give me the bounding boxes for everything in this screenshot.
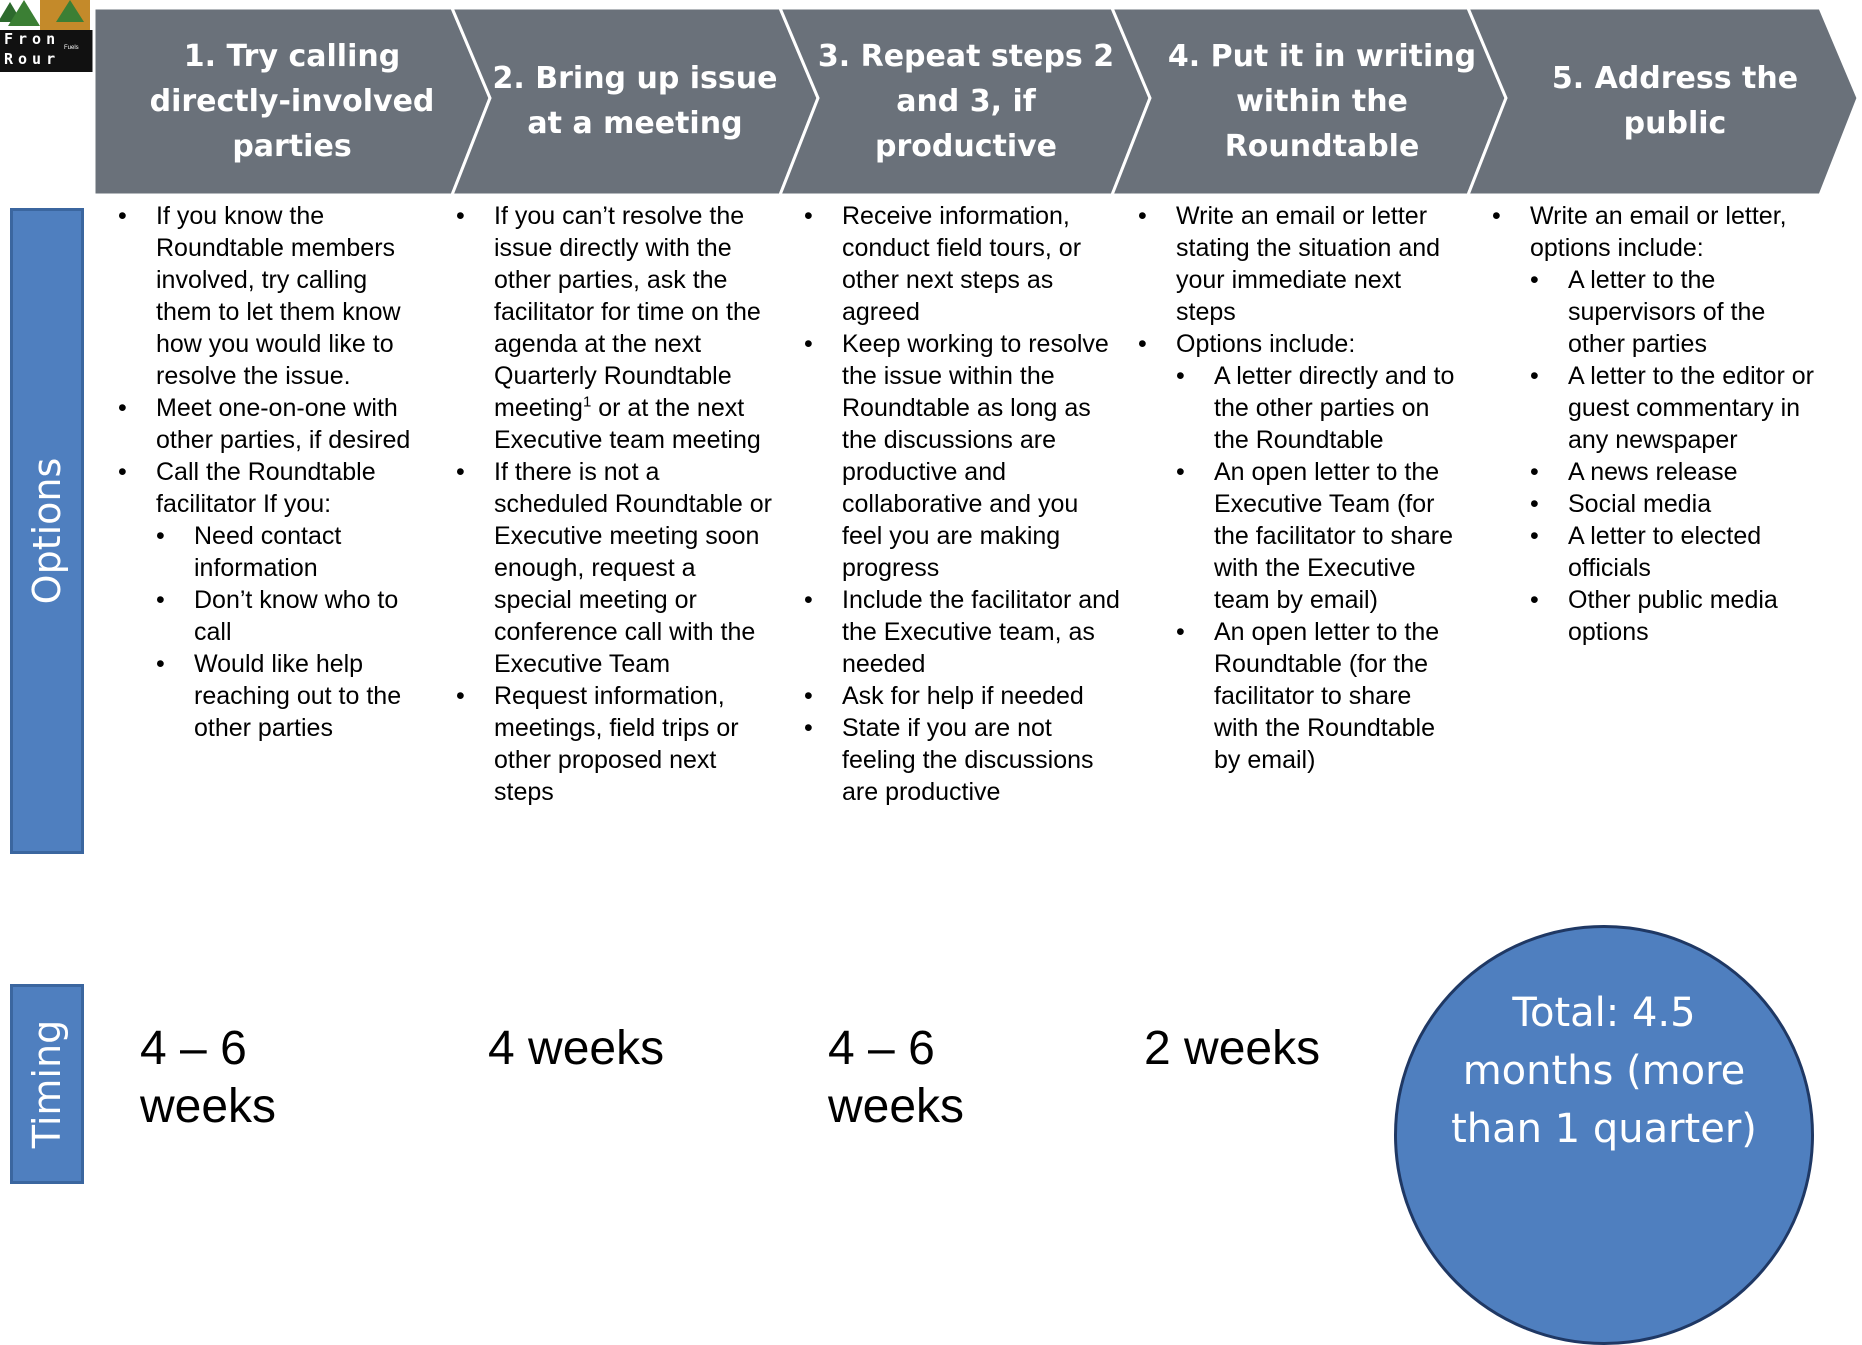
list-item: Meet one-on-one with other parties, if d… [118, 392, 428, 456]
logo-text-line2: Rour [4, 50, 61, 68]
total-time-text: Total: 4.5 months (more than 1 quarter) [1451, 990, 1757, 1152]
list-item: State if you are not feeling the discuss… [804, 712, 1124, 808]
sub-list-item: An open letter to the Roundtable (for th… [1176, 616, 1456, 776]
list-item: If there is not a scheduled Roundtable o… [456, 456, 774, 680]
step-2-title: 2. Bring up issue at a meeting [492, 61, 778, 141]
timing-step-4: 2 weeks [1144, 1022, 1321, 1075]
options-column-4: Write an email or letter stating the sit… [1138, 200, 1456, 776]
timing-step-3: 4 – 6 weeks [828, 1022, 965, 1133]
list-item: Request information, meetings, field tri… [456, 680, 774, 808]
options-column-5: Write an email or letter, options includ… [1492, 200, 1822, 648]
list-item: Include the facilitator and the Executiv… [804, 584, 1124, 680]
sub-list-item: A news release [1530, 456, 1822, 488]
list-item: Ask for help if needed [804, 680, 1124, 712]
sub-list-item: A letter directly and to the other parti… [1176, 360, 1456, 456]
options-tab: Options [10, 208, 84, 854]
list-item: Options include: A letter directly and t… [1138, 328, 1456, 776]
sub-list-item: Other public media options [1530, 584, 1822, 648]
logo-text-line1: Fron [4, 30, 61, 48]
roundtable-logo: Fron Rour Fuels [0, 0, 96, 72]
timing-step-1: 4 – 6 weeks [140, 1022, 277, 1133]
sub-list-item: Would like help reaching out to the othe… [156, 648, 428, 744]
step-1-title: 1. Try calling directly-involved parties [149, 38, 435, 164]
list-item: Keep working to resolve the issue within… [804, 328, 1124, 584]
timing-step-2: 4 weeks [488, 1022, 665, 1075]
options-column-2: If you can’t resolve the issue directly … [456, 200, 774, 808]
sub-list-item: Social media [1530, 488, 1822, 520]
chevron-step-5 [1465, 6, 1860, 197]
step-4-title: 4. Put it in writing within the Roundtab… [1167, 38, 1477, 164]
sub-list-item: A letter to the editor or guest commenta… [1530, 360, 1822, 456]
options-label: Options [25, 457, 69, 605]
list-item: If you know the Roundtable members invol… [118, 200, 428, 392]
logo-small-text: Fuels [64, 45, 79, 51]
step-5-title: 5. Address the public [1551, 61, 1799, 141]
timing-label: Timing [25, 1019, 69, 1149]
sub-list-item: A letter to the supervisors of the other… [1530, 264, 1822, 360]
total-time-circle: Total: 4.5 months (more than 1 quarter) [1394, 925, 1814, 1345]
step-3-title: 3. Repeat steps 2 and 3, if productive [817, 38, 1115, 164]
list-item: If you can’t resolve the issue directly … [456, 200, 774, 456]
list-item: Write an email or letter, options includ… [1492, 200, 1822, 648]
process-chevrons [92, 6, 1860, 197]
list-item: Receive information, conduct field tours… [804, 200, 1124, 328]
sub-list-item: An open letter to the Executive Team (fo… [1176, 456, 1456, 616]
footnote-marker: 1 [582, 393, 592, 411]
sub-list-item: Don’t know who to call [156, 584, 428, 648]
options-column-1: If you know the Roundtable members invol… [118, 200, 428, 744]
list-item: Call the Roundtable facilitator If you: … [118, 456, 428, 744]
timing-tab: Timing [10, 984, 84, 1184]
list-item: Write an email or letter stating the sit… [1138, 200, 1456, 328]
sub-list-item: A letter to elected officials [1530, 520, 1822, 584]
sub-list-item: Need contact information [156, 520, 428, 584]
options-column-3: Receive information, conduct field tours… [804, 200, 1124, 808]
